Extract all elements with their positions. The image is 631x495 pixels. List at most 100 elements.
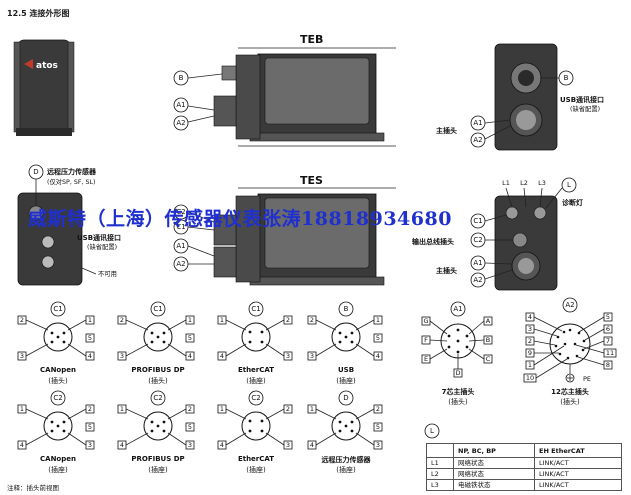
svg-text:4: 4	[220, 441, 224, 449]
callout-c1-tes: C1	[173, 219, 215, 235]
svg-text:C2: C2	[473, 236, 482, 244]
pinout-c1-profibus: C1 2 1 5 3 4	[117, 301, 195, 361]
caption-a1-7pin-type: (插头)	[448, 398, 468, 406]
svg-text:4: 4	[528, 313, 532, 321]
watermark-text: 威斯特（上海）传感器仪表张涛18818934680	[28, 208, 452, 230]
teb-front-view: atos	[13, 39, 75, 136]
svg-text:A: A	[486, 317, 491, 325]
svg-text:C2: C2	[176, 208, 185, 216]
callout-c1-tes-end: C1	[470, 213, 507, 229]
svg-text:D: D	[343, 394, 348, 402]
svg-text:6: 6	[606, 325, 610, 333]
usb-port-sub-label-tes: (缺省配置)	[87, 244, 118, 251]
caption-c1-profibus-type: (插头)	[148, 377, 168, 385]
svg-text:4: 4	[220, 352, 224, 360]
svg-text:L2: L2	[520, 179, 528, 187]
svg-text:2: 2	[310, 316, 314, 324]
svg-text:1: 1	[20, 405, 24, 413]
led-legend-table: NP, BC, BP EH EtherCAT L1 网络状态 LINK/ACT …	[426, 443, 622, 491]
caption-a2-12pin-type: (插头)	[560, 398, 580, 406]
svg-text:C1: C1	[473, 217, 482, 225]
callout-a2-tes: A2	[173, 256, 214, 272]
svg-text:2: 2	[528, 337, 532, 345]
caption-c2-profibus: PROFIBUS DP	[131, 455, 185, 463]
svg-text:5: 5	[376, 334, 380, 342]
tes-end-view	[494, 195, 558, 291]
callout-a2-teb-end: A2	[470, 125, 511, 148]
caption-c2-ethercat: EtherCAT	[237, 455, 275, 463]
svg-text:5: 5	[376, 423, 380, 431]
svg-text:A1: A1	[176, 242, 185, 250]
svg-text:3: 3	[20, 352, 24, 360]
legend-header-cell: EH EtherCAT	[534, 443, 622, 458]
svg-text:A2: A2	[473, 276, 482, 284]
caption-b-usb-type: (插座)	[336, 377, 356, 385]
teb-end-view	[494, 43, 558, 151]
svg-text:1: 1	[528, 361, 532, 369]
svg-text:3: 3	[120, 352, 124, 360]
callout-c2-tes-end: C2	[470, 232, 513, 248]
svg-text:1: 1	[220, 316, 224, 324]
svg-text:A2: A2	[176, 260, 185, 268]
callout-b-teb-end: B	[540, 70, 574, 86]
pinout-d-sensor: D 1 2 5 4 3	[307, 390, 383, 450]
svg-text:A2: A2	[473, 136, 482, 144]
svg-text:10: 10	[526, 374, 534, 382]
caption-c2-ethercat-type: (插座)	[246, 466, 266, 474]
svg-text:8: 8	[606, 361, 610, 369]
legend-row: L3 电磁铁状态 LINK/ACT	[426, 479, 622, 491]
svg-text:4: 4	[188, 352, 192, 360]
callout-a1-tes-end: A1	[470, 255, 513, 271]
svg-text:C2: C2	[53, 394, 62, 402]
caption-b-usb: USB	[337, 366, 355, 374]
svg-text:A2: A2	[176, 119, 185, 127]
caption-a2-12pin: 12芯主插头	[551, 388, 589, 396]
pinout-b-usb: B 2 1 5 3 4	[307, 301, 383, 361]
svg-text:A2: A2	[565, 301, 574, 309]
callout-b-teb: B	[173, 70, 223, 86]
section-title: 12.5 连接外形图	[7, 9, 70, 18]
legend-cell: LINK/ACT	[534, 457, 622, 469]
svg-text:1: 1	[376, 316, 380, 324]
svg-text:2: 2	[88, 405, 92, 413]
pinout-c2-canopen: C2 1 2 5 4 3	[17, 390, 95, 450]
svg-text:A1: A1	[176, 101, 185, 109]
svg-text:L1: L1	[502, 179, 510, 187]
caption-c2-canopen-type: (插座)	[48, 466, 68, 474]
legend-header-row: NP, BC, BP EH EtherCAT	[426, 443, 622, 458]
svg-text:4: 4	[120, 441, 124, 449]
atos-logo-text: atos	[36, 61, 58, 71]
svg-text:5: 5	[606, 313, 610, 321]
svg-text:9: 9	[528, 349, 532, 357]
svg-text:3: 3	[286, 441, 290, 449]
pinout-c2-ethercat: C2 1 2 4 3	[217, 390, 293, 450]
svg-text:2: 2	[188, 405, 192, 413]
svg-text:B: B	[486, 336, 490, 344]
svg-text:2: 2	[20, 316, 24, 324]
svg-text:3: 3	[188, 441, 192, 449]
tes-side-view	[213, 187, 396, 286]
caption-d-sensor-type: (插座)	[336, 466, 356, 474]
svg-text:5: 5	[88, 423, 92, 431]
legend-cell: 网络状态	[453, 468, 535, 480]
svg-text:5: 5	[188, 423, 192, 431]
svg-text:5: 5	[188, 334, 192, 342]
svg-text:PE: PE	[583, 375, 591, 383]
legend-header-cell: NP, BC, BP	[453, 443, 535, 458]
svg-text:3: 3	[376, 441, 380, 449]
svg-text:3: 3	[310, 352, 314, 360]
svg-text:5: 5	[88, 334, 92, 342]
svg-text:2: 2	[286, 316, 290, 324]
main-plug-label-tes: 主插头	[436, 267, 457, 275]
tes-front-view	[17, 192, 97, 286]
svg-text:C1: C1	[53, 305, 62, 313]
legend-cell: L3	[426, 479, 454, 491]
legend-row: L2 网络状态 LINK/ACT	[426, 468, 622, 480]
svg-text:7: 7	[606, 337, 610, 345]
pinout-a1-7pin: A1 G A F B E C D	[421, 301, 493, 378]
svg-text:1: 1	[88, 316, 92, 324]
svg-text:11: 11	[606, 349, 614, 357]
svg-text:2: 2	[120, 316, 124, 324]
output-bus-plug-label: 输出总线插头	[412, 238, 454, 246]
